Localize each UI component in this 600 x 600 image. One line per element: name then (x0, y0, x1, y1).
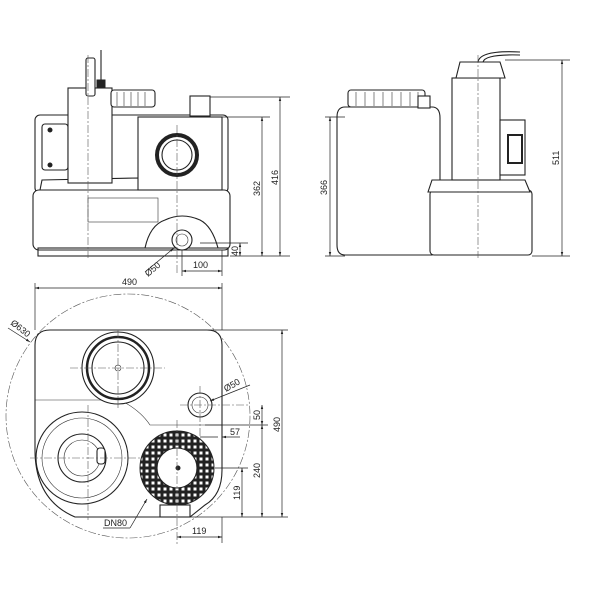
front-inlet-pipe (171, 229, 193, 251)
dim-100: 100 (193, 260, 208, 270)
top-cable-gland (96, 447, 106, 465)
side-cable (477, 51, 521, 63)
front-base-tray (37, 247, 229, 257)
dim-240: 240 (252, 463, 262, 478)
dim-width-490: 490 (122, 277, 137, 287)
screw-icon (47, 127, 53, 133)
dim-119-horizontal: 119 (192, 526, 206, 536)
front-inlet-diameter: Ø50 (143, 260, 162, 279)
front-lid-ring (110, 89, 156, 108)
top-inlet-diameter: Ø50 (222, 377, 242, 394)
dim-416: 416 (270, 170, 280, 185)
dim-511: 511 (551, 151, 561, 165)
front-top-stub (189, 95, 211, 117)
dim-57: 57 (230, 427, 240, 437)
dim-119-vertical: 119 (232, 486, 242, 500)
side-tank (336, 106, 441, 256)
cable-gland (96, 79, 106, 89)
dim-50: 50 (252, 410, 262, 420)
dim-366: 366 (319, 180, 329, 195)
dim-362: 362 (252, 181, 262, 196)
front-control-box (41, 123, 69, 171)
side-lid-ring (347, 89, 426, 108)
side-view: 366 511 (319, 51, 570, 258)
dim-depth-490: 490 (272, 417, 282, 432)
side-motor-cap (455, 61, 506, 79)
dim-40: 40 (230, 246, 240, 256)
outlet-label-dn80: DN80 (104, 518, 127, 528)
front-motor (67, 87, 113, 184)
screw-icon (47, 162, 53, 168)
swing-circle (5, 293, 251, 539)
side-motor (451, 77, 501, 181)
front-view: 416 362 40 100 Ø50 (32, 50, 290, 279)
top-view: 490 490 Ø630 Ø50 50 57 240 119 119 DN80 (5, 277, 288, 545)
side-base (429, 189, 533, 256)
front-handle (85, 57, 96, 97)
